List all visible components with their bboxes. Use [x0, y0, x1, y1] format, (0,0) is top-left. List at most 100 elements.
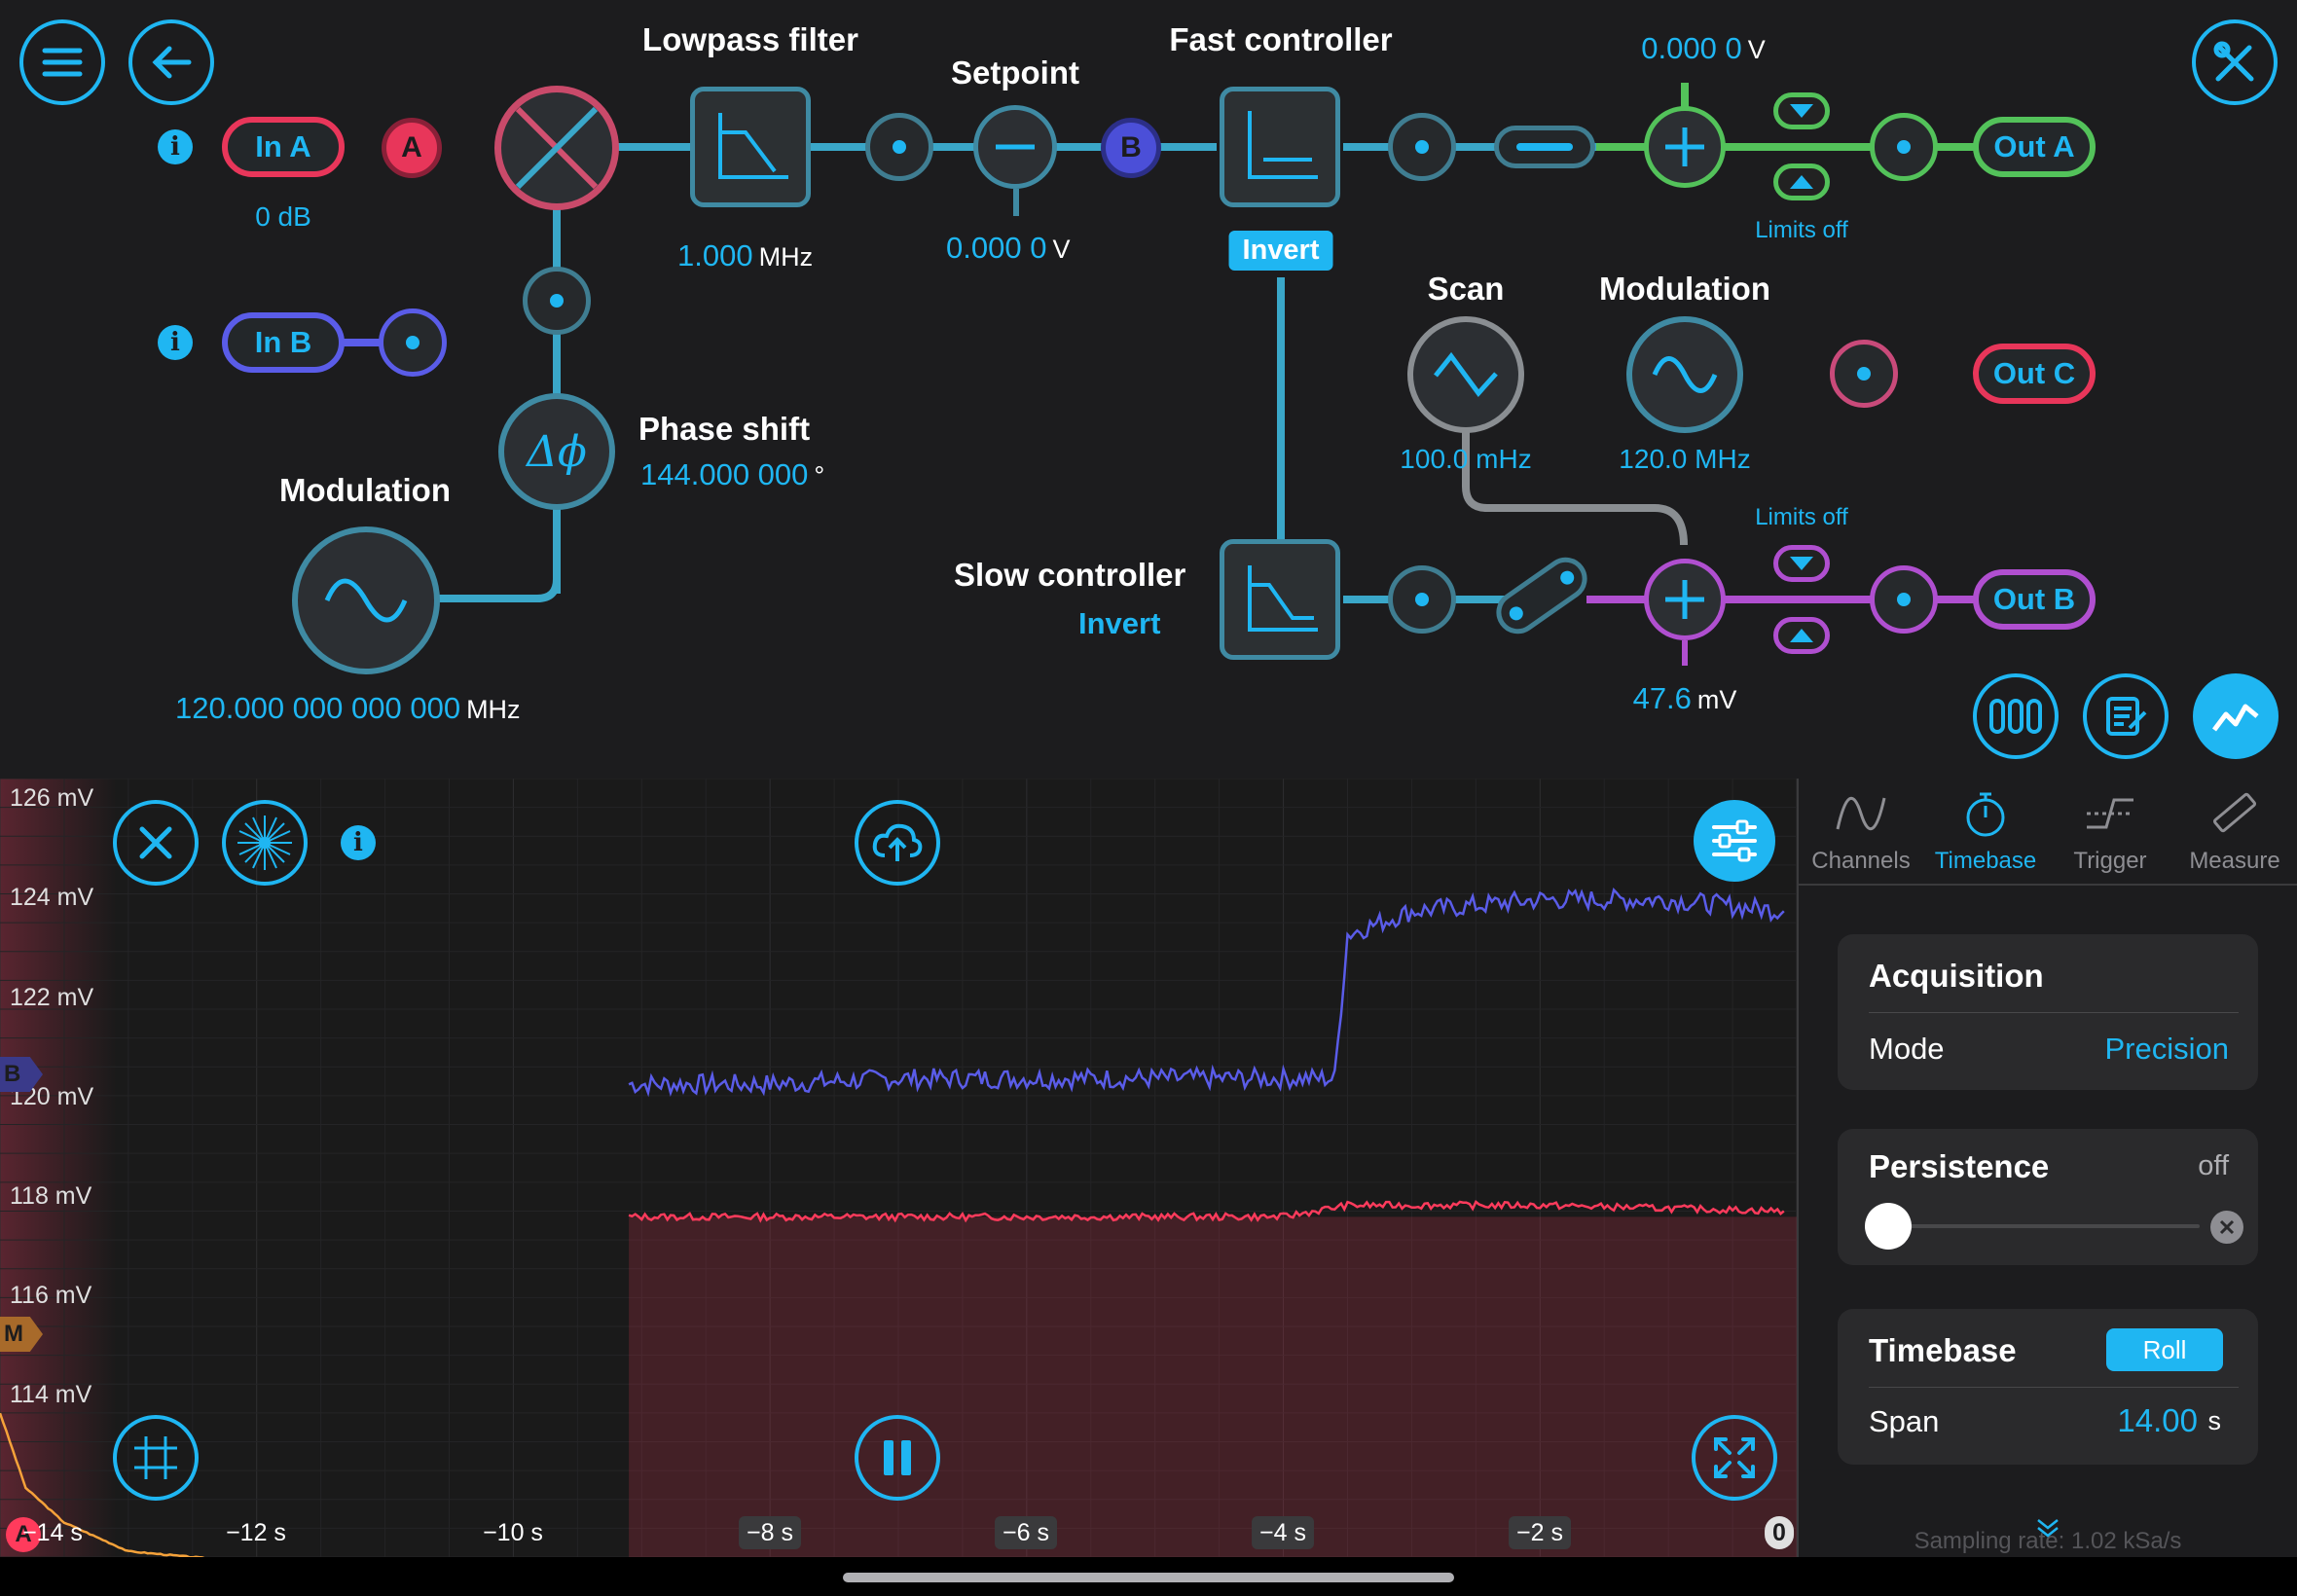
close-scope-button[interactable]	[113, 800, 199, 886]
scan-block[interactable]	[1407, 316, 1524, 433]
lowpass-node[interactable]	[865, 113, 933, 181]
tab-measure[interactable]: Measure	[2172, 779, 2297, 878]
lowpass-title: Lowpass filter	[642, 21, 858, 57]
panels-button[interactable]	[1973, 673, 2059, 759]
mode-label: Mode	[1869, 1032, 1945, 1066]
modulation-block[interactable]	[292, 526, 440, 674]
settings-button[interactable]	[2192, 19, 2278, 105]
out-b-node[interactable]	[1870, 565, 1938, 634]
info-icon-in-a[interactable]: i	[158, 129, 193, 164]
in-a-button[interactable]: In A	[222, 117, 345, 177]
slow-controller-invert[interactable]: Invert	[1078, 606, 1161, 640]
fast-controller-block[interactable]	[1220, 87, 1340, 207]
marker-b-label: B	[4, 1061, 21, 1087]
x-tick: −2 s	[1509, 1516, 1571, 1549]
in-b-label: In B	[254, 325, 312, 359]
span-value[interactable]: 14.00	[2117, 1402, 2198, 1438]
mode-value[interactable]: Precision	[2104, 1032, 2230, 1066]
back-button[interactable]	[128, 19, 214, 105]
triangle-up-icon	[1790, 175, 1813, 189]
chevron-down-icon[interactable]	[2030, 1516, 2065, 1540]
persistence-clear-button[interactable]	[2210, 1211, 2243, 1244]
in-a-gain[interactable]: 0 dB	[255, 201, 311, 232]
y-tick: 122 mV	[10, 984, 94, 1011]
home-indicator[interactable]	[843, 1573, 1454, 1582]
out-a-limits-status[interactable]: Limits off	[1755, 217, 1848, 243]
notes-button[interactable]	[2083, 673, 2169, 759]
ruler-icon	[2212, 792, 2257, 833]
expand-button[interactable]	[1692, 1415, 1777, 1501]
lowpass-block[interactable]	[690, 87, 811, 207]
out-b-offset-stem	[1682, 640, 1688, 666]
out-c-node[interactable]	[1830, 340, 1898, 408]
mixer-node[interactable]	[523, 267, 591, 335]
slow-controller-block[interactable]	[1220, 539, 1340, 660]
expand-arrows-icon	[1714, 1437, 1755, 1478]
out-a-switch[interactable]	[1494, 126, 1595, 168]
menu-button[interactable]	[19, 19, 105, 105]
sine-wave-icon	[324, 578, 408, 623]
out-b-limits-status[interactable]: Limits off	[1755, 504, 1848, 530]
laser-burst-icon	[237, 816, 292, 870]
info-icon-in-b[interactable]: i	[158, 325, 193, 360]
setpoint-subtract[interactable]	[973, 105, 1057, 189]
fast-controller-invert[interactable]: Invert	[1228, 231, 1333, 271]
persistence-slider-track[interactable]	[1888, 1224, 2200, 1228]
scope-button[interactable]	[2193, 673, 2279, 759]
setpoint-title: Setpoint	[951, 54, 1079, 91]
scope-plot[interactable]	[0, 779, 1797, 1557]
upload-button[interactable]	[855, 800, 940, 886]
probe-b-marker[interactable]: B	[1101, 118, 1161, 178]
panels-icon	[1989, 699, 2042, 734]
x-tick-zero[interactable]: 0	[1765, 1516, 1794, 1549]
scope-trace-icon	[2212, 704, 2259, 732]
out-a-button[interactable]: Out A	[1973, 117, 2096, 177]
slow-controller-node[interactable]	[1388, 565, 1456, 634]
lowpass-icon	[1248, 565, 1318, 632]
tab-trigger[interactable]: Trigger	[2048, 779, 2172, 878]
in-b-button[interactable]: In B	[222, 312, 345, 373]
persistence-slider-thumb[interactable]	[1865, 1203, 1912, 1250]
out-b-sum[interactable]	[1644, 559, 1726, 640]
roll-button[interactable]: Roll	[2106, 1328, 2223, 1371]
phase-shift-value[interactable]: 144.000 000°	[640, 457, 824, 492]
out-a-offset-number: 0.000 0	[1641, 31, 1742, 65]
sine-wave-icon	[1836, 796, 1886, 831]
channel-a-trigger-marker[interactable]: A	[6, 1517, 41, 1552]
scan-frequency[interactable]: 100.0 mHz	[1400, 444, 1532, 474]
out-c-button[interactable]: Out C	[1973, 344, 2096, 404]
tab-timebase[interactable]: Timebase	[1923, 779, 2048, 878]
notes-icon	[2106, 697, 2147, 736]
phase-shift-number: 144.000 000	[640, 457, 809, 491]
in-b-node[interactable]	[379, 308, 447, 377]
laser-button[interactable]	[222, 800, 308, 886]
scope-settings-button[interactable]	[1694, 800, 1775, 882]
out-b-lower-limit[interactable]	[1773, 617, 1830, 654]
mixer[interactable]	[494, 86, 619, 210]
multiply-icon	[515, 106, 599, 190]
phase-shift-block[interactable]: Δϕ	[498, 393, 615, 510]
out-a-upper-limit[interactable]	[1773, 92, 1830, 129]
tab-channels[interactable]: Channels	[1799, 779, 1923, 878]
out-a-sum[interactable]	[1644, 106, 1726, 188]
pause-button[interactable]	[855, 1415, 940, 1501]
info-icon-scope[interactable]: i	[341, 825, 376, 860]
out-a-lower-limit[interactable]	[1773, 163, 1830, 200]
out-a-node[interactable]	[1870, 113, 1938, 181]
modulation-c-frequency[interactable]: 120.0 MHz	[1619, 444, 1751, 474]
out-b-button[interactable]: Out B	[1973, 569, 2096, 630]
persistence-card: Persistence off	[1838, 1129, 2258, 1265]
cursor-grid-button[interactable]	[113, 1415, 199, 1501]
switch-dot-icon	[1507, 603, 1526, 624]
switch-dot-icon	[1557, 567, 1577, 588]
fast-controller-node[interactable]	[1388, 113, 1456, 181]
out-b-upper-limit[interactable]	[1773, 545, 1830, 582]
oscilloscope-view[interactable]: 126 mV 124 mV 122 mV 120 mV 118 mV 116 m…	[0, 779, 1797, 1557]
probe-a-marker[interactable]: A	[382, 118, 442, 178]
modulation-c-block[interactable]	[1626, 316, 1743, 433]
